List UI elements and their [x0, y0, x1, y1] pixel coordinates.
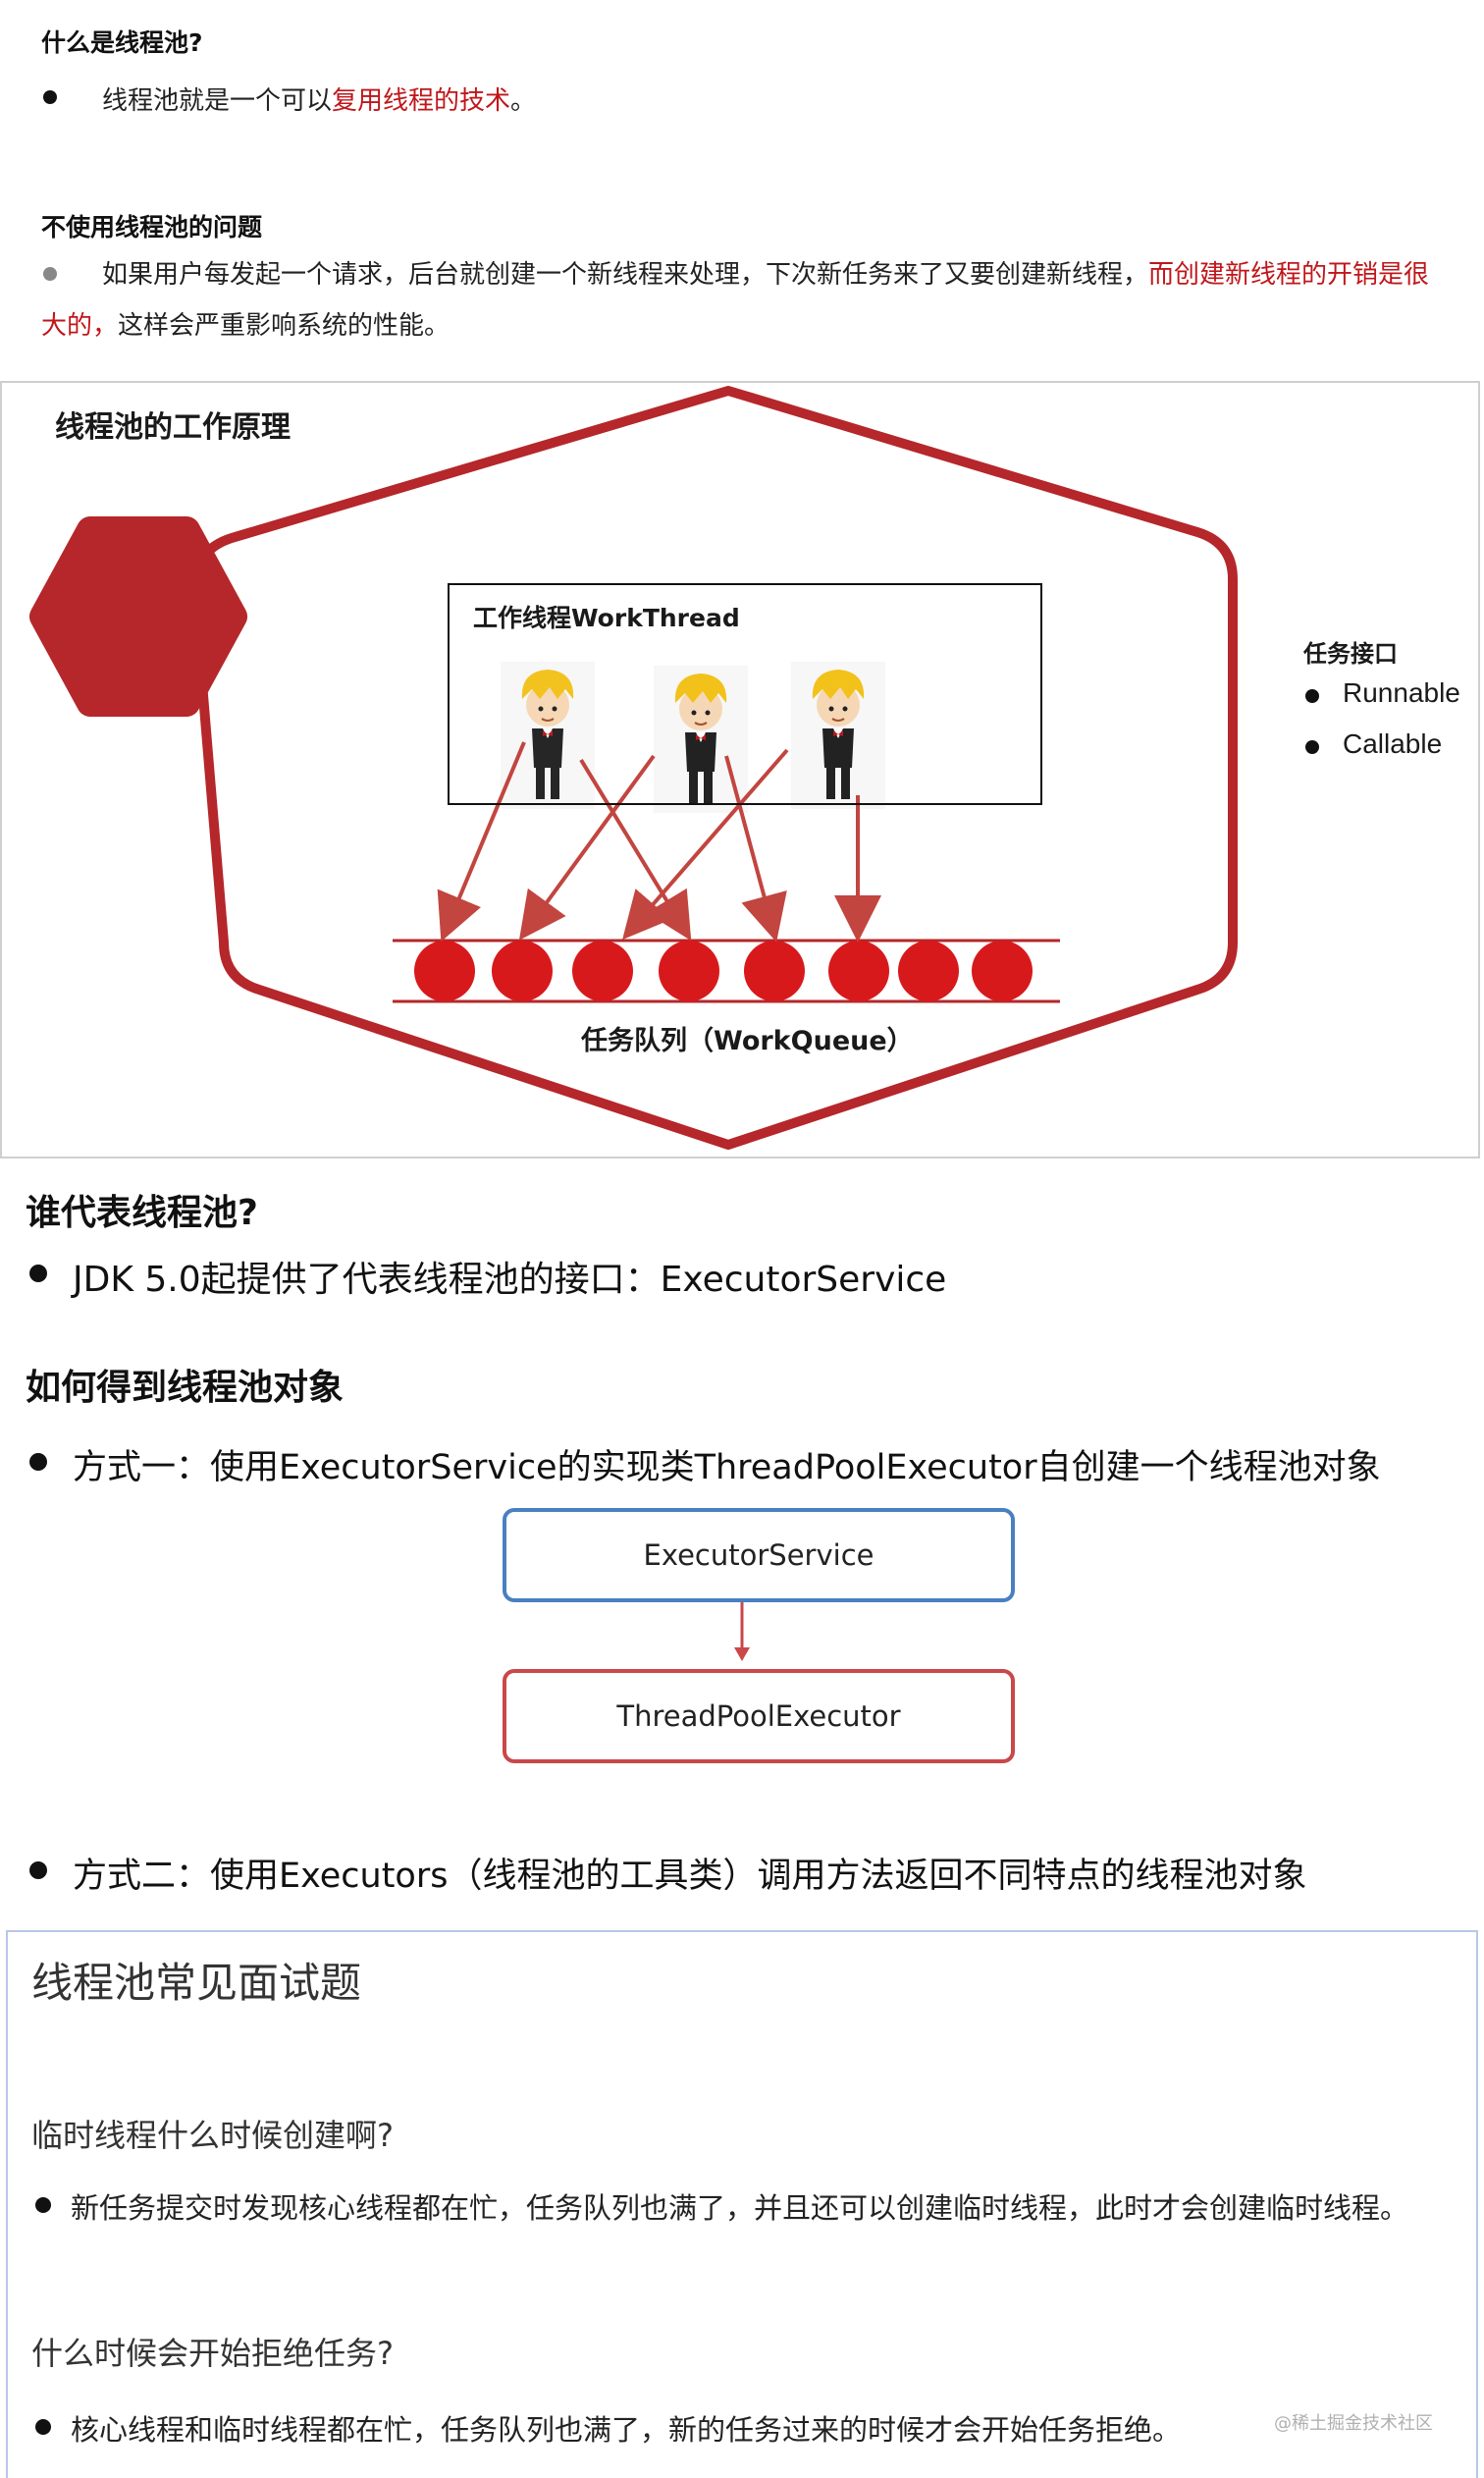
worker-thread-box: 工作线程WorkThread [448, 583, 1042, 805]
queue-tasks [414, 941, 1033, 1001]
answer-temp-thread: 新任务提交时发现核心线程都在忙，任务队列也满了，并且还可以创建临时线程，此时才会… [71, 2191, 1409, 2225]
task-6 [828, 941, 889, 1001]
worker-2 [654, 666, 748, 813]
task-8 [972, 941, 1033, 1001]
bullet-dot [35, 2197, 51, 2213]
bullet-dot-grey [43, 267, 57, 281]
question-temp-thread: 临时线程什么时候创建啊? [31, 2117, 394, 2154]
interview-title: 线程池常见面试题 [31, 1959, 362, 2007]
inheritance-arrow [734, 1602, 750, 1661]
way-one: 方式一：使用ExecutorService的实现类ThreadPoolExecu… [73, 1448, 1381, 1487]
bullet-dot [29, 1861, 47, 1879]
pool-hexagon [29, 516, 247, 717]
arrow-5 [622, 748, 789, 941]
bullet-dot [1305, 689, 1319, 703]
watermark: @稀土掘金技术社区 [1274, 2413, 1433, 2434]
task-7 [898, 941, 959, 1001]
threadpool-principle-panel: 线程池的工作原理 线程池 工作线程WorkThread 任务队列（WorkQue… [0, 381, 1480, 1158]
bullet-dot [35, 2419, 51, 2435]
diagram-title: 线程池的工作原理 [55, 410, 291, 445]
pool-label: 线程池 [79, 733, 203, 781]
task-4 [659, 941, 719, 1001]
arrow-4 [724, 755, 787, 943]
definition-highlight: 复用线程的技术 [332, 86, 511, 116]
worker-thread-title: 工作线程WorkThread [473, 604, 740, 632]
way-two: 方式二：使用Executors（线程池的工具类）调用方法返回不同特点的线程池对象 [73, 1857, 1307, 1896]
no-threadpool-problem: 如果用户每发起一个请求，后台就创建一个新线程来处理，下次新任务来了又要创建新线程… [41, 249, 1445, 351]
problem-highlight: 而创建新线程的开销是很大的， [41, 260, 1430, 341]
arrow-3 [518, 754, 656, 941]
task-5 [744, 941, 805, 1001]
executorservice-box: ExecutorService [503, 1508, 1015, 1602]
task-3 [572, 941, 633, 1001]
task-interfaces-title: 任务接口 [1303, 640, 1398, 668]
definition-text: 线程池就是一个可以 [102, 86, 333, 116]
dispatch-arrows [437, 741, 881, 943]
worker-1 [501, 662, 595, 809]
task-2 [492, 941, 553, 1001]
bullet-dot [29, 1265, 47, 1282]
threadpool-diagram [29, 386, 1238, 1150]
problem-text-a: 如果用户每发起一个请求，后台就创建一个新线程来处理，下次新任务来了又要创建新线程… [102, 260, 1149, 290]
how-to-get-title: 如何得到线程池对象 [26, 1368, 344, 1408]
executorservice-bullet: JDK 5.0起提供了代表线程池的接口：ExecutorService [73, 1260, 947, 1300]
answer-reject-task: 核心线程和临时线程都在忙，任务队列也满了，新的任务过来的时候才会开始任务拒绝。 [71, 2413, 1182, 2447]
threadpool-definition: 线程池就是一个可以复用线程的技术。 [102, 81, 536, 117]
definition-end: 。 [510, 86, 537, 116]
section-what-is-threadpool-title: 什么是线程池? [41, 28, 203, 57]
bullet-dot [1305, 740, 1319, 754]
bullet-dot [29, 1453, 47, 1471]
problem-text-b: 这样会严重影响系统的性能。 [118, 311, 450, 341]
task-1 [414, 941, 475, 1001]
queue-label: 任务队列（WorkQueue） [581, 1026, 914, 1056]
threadpoolexecutor-box: ThreadPoolExecutor [503, 1669, 1015, 1763]
interview-questions-card: 线程池常见面试题 临时线程什么时候创建啊? 新任务提交时发现核心线程都在忙，任务… [6, 1930, 1478, 2478]
arrow-1 [437, 741, 526, 943]
interface-runnable: Runnable [1343, 677, 1460, 708]
question-reject-task: 什么时候会开始拒绝任务? [31, 2335, 394, 2372]
interface-callable: Callable [1343, 728, 1443, 759]
worker-3 [791, 662, 885, 809]
bullet-dot [43, 90, 57, 104]
who-represents-title: 谁代表线程池? [26, 1193, 258, 1233]
section-no-threadpool-title: 不使用线程池的问题 [41, 213, 263, 242]
